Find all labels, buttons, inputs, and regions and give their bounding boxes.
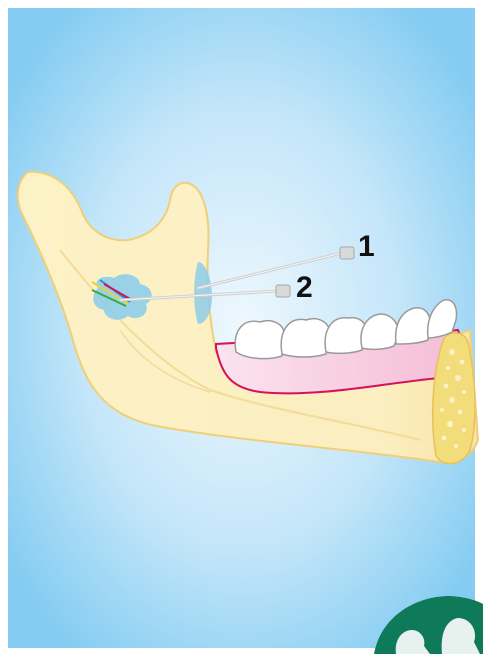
needle-2-hub [276, 285, 290, 297]
label-needle-2: 2 [296, 273, 313, 303]
molar-1 [325, 318, 366, 354]
molar-2 [281, 319, 330, 357]
molar-3 [235, 321, 284, 359]
label-needle-1: 1 [358, 232, 375, 262]
needle-1-hub [340, 247, 354, 259]
